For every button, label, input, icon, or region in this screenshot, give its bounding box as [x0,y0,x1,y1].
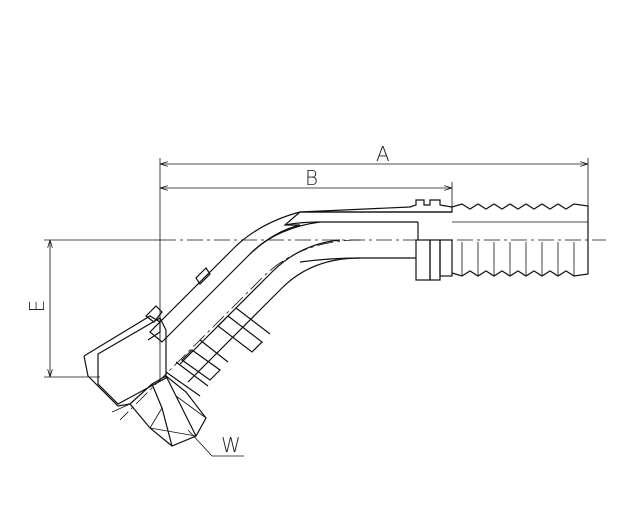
swivel-nut [83,305,207,447]
dimension-b-label: B [305,166,318,190]
elbow-bend [119,211,361,421]
dimension-w-label: W [221,433,241,457]
dimension-a: A [160,142,589,242]
dimension-e: E [25,239,160,378]
dimension-b: B [160,166,453,208]
dimension-w: W [111,403,244,457]
dimension-e-label: E [25,300,49,313]
dimension-a-label: A [376,142,390,166]
diagonal-pipe [165,267,271,397]
